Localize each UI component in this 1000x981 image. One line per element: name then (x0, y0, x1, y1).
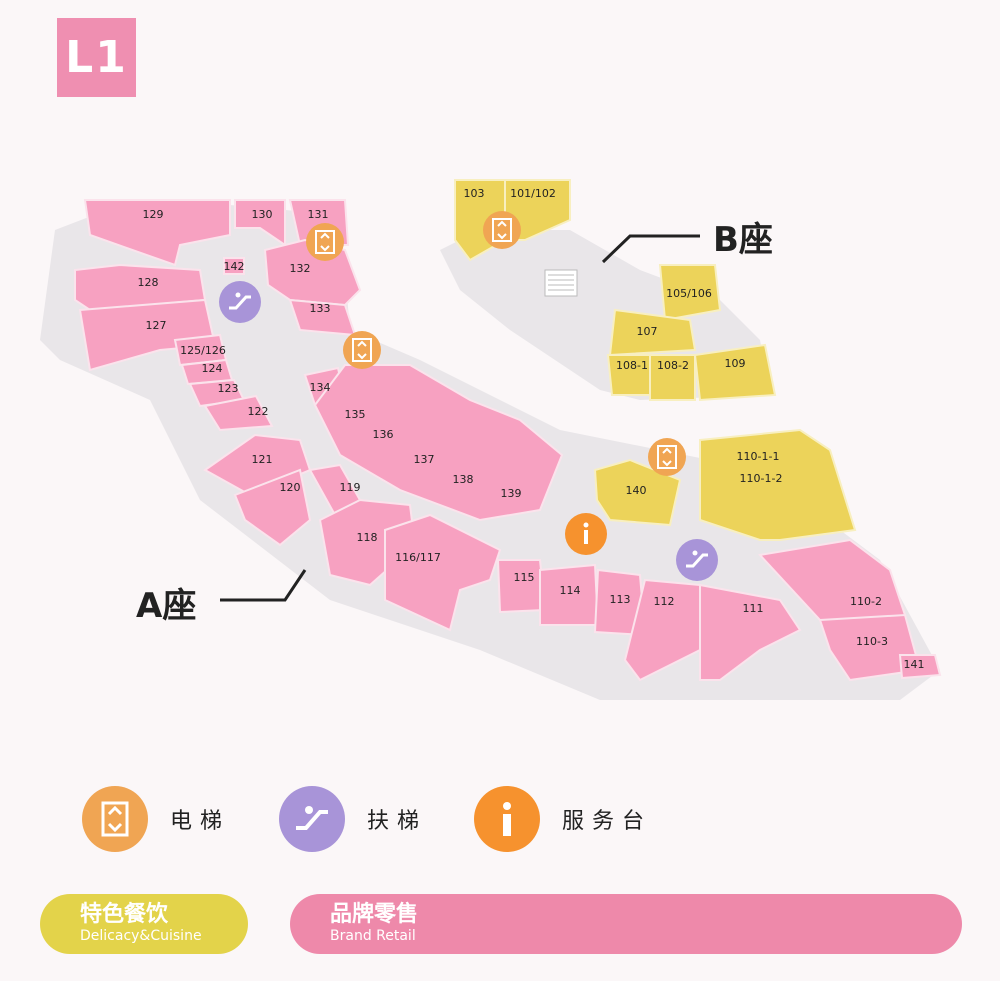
label-112: 112 (654, 595, 675, 608)
category-dining-en: Delicacy&Cuisine (80, 928, 202, 944)
label-103: 103 (464, 187, 485, 200)
label-110-2: 110-2 (850, 595, 882, 608)
label-116-117: 116/117 (395, 551, 441, 564)
unit-120[interactable] (233, 468, 312, 547)
label-113: 113 (610, 593, 631, 606)
label-131: 131 (308, 208, 329, 221)
unit-107[interactable] (608, 308, 697, 357)
label-140: 140 (626, 484, 647, 497)
legend-label-escalator: 扶梯 (367, 809, 428, 834)
label-133: 133 (310, 302, 331, 315)
category-retail-zh: 品牌零售 (330, 902, 419, 927)
floor-badge: L1 (57, 18, 136, 97)
label-110-1-1: 110-1-1 (737, 450, 780, 463)
unit-112[interactable] (623, 578, 701, 682)
label-123: 123 (218, 382, 239, 395)
legend-escalator: 扶梯 (279, 786, 427, 852)
unit-108-2[interactable] (649, 354, 696, 401)
label-124: 124 (202, 362, 223, 375)
unit-labels: 129 130 131 142 132 133 128 127 125/126 … (138, 187, 925, 671)
unit-122[interactable] (203, 394, 274, 432)
unit-135-139[interactable] (313, 364, 564, 522)
label-118: 118 (357, 531, 378, 544)
unit-142[interactable] (223, 257, 245, 275)
label-138: 138 (453, 473, 474, 486)
unit-111[interactable] (699, 583, 802, 681)
elevator-icon[interactable] (343, 331, 381, 369)
label-115: 115 (514, 571, 535, 584)
label-122: 122 (248, 405, 269, 418)
label-110-3: 110-3 (856, 635, 888, 648)
escalator-icon[interactable] (219, 281, 261, 323)
unit-141[interactable] (898, 654, 942, 680)
info-icon (474, 786, 540, 852)
elevator-icon[interactable] (648, 438, 686, 476)
unit-129[interactable] (83, 199, 231, 267)
a-block-label: A座 (136, 586, 197, 626)
category-retail[interactable]: 品牌零售 Brand Retail (290, 894, 962, 954)
label-114: 114 (560, 584, 581, 597)
unit-140[interactable] (593, 458, 682, 527)
label-108-2: 108-2 (657, 359, 689, 372)
label-142: 142 (224, 260, 245, 273)
category-dining[interactable]: 特色餐饮 Delicacy&Cuisine (40, 894, 248, 954)
label-125-126: 125/126 (180, 344, 226, 357)
b-block-label: B座 (713, 220, 773, 260)
label-110-1-2: 110-1-2 (740, 472, 783, 485)
label-134: 134 (310, 381, 331, 394)
label-108-1: 108-1 (616, 359, 648, 372)
elevator-icon[interactable] (306, 223, 344, 261)
legend-info-desk: 服务台 (474, 786, 652, 852)
escalator-icon (279, 786, 345, 852)
label-139: 139 (501, 487, 522, 500)
label-136: 136 (373, 428, 394, 441)
unit-101-102[interactable] (504, 179, 571, 241)
elevator-icon[interactable] (483, 211, 521, 249)
unit-110-3[interactable] (818, 613, 922, 682)
label-101-102: 101/102 (510, 187, 556, 200)
label-129: 129 (143, 208, 164, 221)
b-block-pointer (601, 234, 700, 264)
legend-label-info-desk: 服务台 (562, 809, 653, 834)
unit-115[interactable] (496, 559, 547, 614)
label-107: 107 (637, 325, 658, 338)
label-132: 132 (290, 262, 311, 275)
label-120: 120 (280, 481, 301, 494)
elevator-icon (82, 786, 148, 852)
unit-109[interactable] (693, 343, 777, 402)
category-retail-en: Brand Retail (330, 928, 416, 944)
unit-130[interactable] (234, 199, 286, 247)
legend-label-elevator: 电梯 (170, 809, 231, 834)
legend-elevator: 电梯 (82, 786, 230, 852)
label-128: 128 (138, 276, 159, 289)
label-130: 130 (252, 208, 273, 221)
stairs-icon (544, 269, 578, 297)
info-icon[interactable] (565, 513, 607, 555)
label-111: 111 (743, 602, 764, 615)
label-121: 121 (252, 453, 273, 466)
unit-110-1[interactable] (699, 428, 857, 541)
unit-116-117[interactable] (384, 513, 502, 632)
a-block-pointer (220, 569, 307, 602)
category-dining-zh: 特色餐饮 (80, 902, 169, 927)
label-135: 135 (345, 408, 366, 421)
label-141: 141 (904, 658, 925, 671)
unit-105-106[interactable] (658, 264, 722, 322)
label-105-106: 105/106 (666, 287, 712, 300)
label-127: 127 (146, 319, 167, 332)
label-109: 109 (725, 357, 746, 370)
label-137: 137 (414, 453, 435, 466)
escalator-icon[interactable] (676, 539, 718, 581)
label-119: 119 (340, 481, 361, 494)
